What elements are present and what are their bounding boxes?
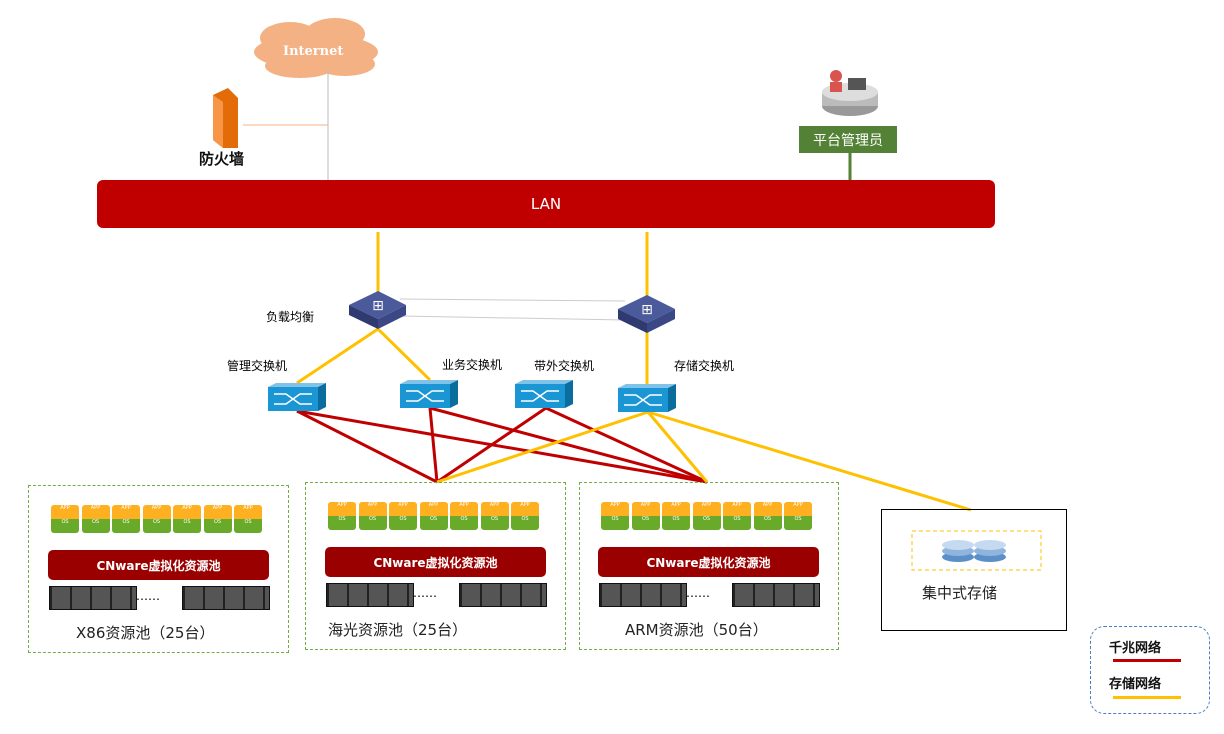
vm-app-os-icon: APP OS (112, 505, 140, 533)
server-icon (49, 586, 137, 610)
legend: 千兆网络 存储网络 (1090, 626, 1210, 714)
switch-label-oob: 带外交换机 (534, 359, 595, 373)
pool-x86 (28, 485, 289, 653)
vm-app-os-icon: APP OS (692, 502, 721, 530)
switch-label-business: 业务交换机 (442, 358, 503, 372)
cnware-pool-banner: CNware虚拟化资源池 (48, 550, 269, 580)
pool-hygon (305, 482, 566, 650)
vm-app-os-icon: APP OS (419, 502, 448, 530)
cnware-pool-banner: CNware虚拟化资源池 (598, 547, 819, 577)
server-icon (459, 583, 547, 607)
switch-icon (515, 380, 573, 408)
server-ellipsis: …… (413, 586, 437, 600)
legend-gigabit-label: 千兆网络 (1109, 641, 1162, 656)
pool-title: X86资源池（25台） (76, 624, 215, 642)
internet-cloud-icon (254, 18, 378, 78)
vm-app-os-icon: APP OS (142, 505, 171, 533)
vm-app-os-icon: APP OS (723, 502, 751, 530)
vm-app-os-icon: APP OS (81, 505, 110, 533)
vm-app-os-icon: APP OS (328, 502, 356, 530)
vm-app-os-icon: APP OS (51, 505, 79, 533)
legend-storage-line (1113, 696, 1181, 699)
storage-title: 集中式存储 (922, 584, 998, 602)
admin-icon (822, 70, 878, 116)
lan-bar: LAN (97, 180, 995, 228)
load-balancer-icon: ⊞ (349, 291, 406, 329)
cnware-pool-banner: CNware虚拟化资源池 (325, 547, 546, 577)
firewall-icon (213, 88, 238, 148)
vm-app-os-icon: APP OS (631, 502, 660, 530)
storage-disk-icon (942, 540, 1006, 562)
vm-app-os-icon: APP OS (450, 502, 478, 530)
switch-icon (400, 380, 458, 408)
pool-title: 海光资源池（25台） (328, 621, 468, 639)
vm-app-os-icon: APP OS (480, 502, 509, 530)
switch-label-management: 管理交换机 (227, 359, 288, 373)
vm-app-os-icon: APP OS (753, 502, 782, 530)
load-balancer-label: 负载均衡 (266, 310, 315, 324)
vm-app-os-icon: APP OS (234, 505, 262, 533)
server-ellipsis: …… (136, 589, 160, 603)
vm-app-os-icon: APP OS (358, 502, 387, 530)
server-icon (732, 583, 820, 607)
admin-label: 平台管理员 (799, 126, 897, 153)
legend-gigabit-line (1113, 659, 1181, 662)
vm-app-os-icon: APP OS (173, 505, 201, 533)
server-icon (182, 586, 270, 610)
load-balancer-icon: ⊞ (618, 295, 675, 333)
pool-arm (579, 482, 839, 650)
storage-links (436, 410, 972, 512)
server-icon (599, 583, 687, 607)
switch-icon (618, 384, 676, 412)
vm-app-os-icon: APP OS (601, 502, 629, 530)
central-storage: 集中式存储 (881, 509, 1067, 631)
firewall-label: 防火墙 (199, 150, 245, 168)
vm-app-os-icon: APP OS (662, 502, 690, 530)
vm-app-os-icon: APP OS (389, 502, 417, 530)
pool-title: ARM资源池（50台） (625, 621, 768, 639)
server-icon (326, 583, 414, 607)
vm-app-os-icon: APP OS (203, 505, 232, 533)
svg-text:⊞: ⊞ (641, 302, 653, 318)
legend-storage-label: 存储网络 (1109, 677, 1162, 692)
switch-icon (268, 383, 326, 411)
vm-app-os-icon: APP OS (511, 502, 539, 530)
vm-app-os-icon: APP OS (784, 502, 812, 530)
internet-label: Internet (283, 44, 344, 59)
server-ellipsis: …… (686, 586, 710, 600)
svg-text:⊞: ⊞ (372, 298, 384, 314)
gigabit-links (296, 406, 708, 484)
switch-label-storage: 存储交换机 (674, 359, 735, 373)
